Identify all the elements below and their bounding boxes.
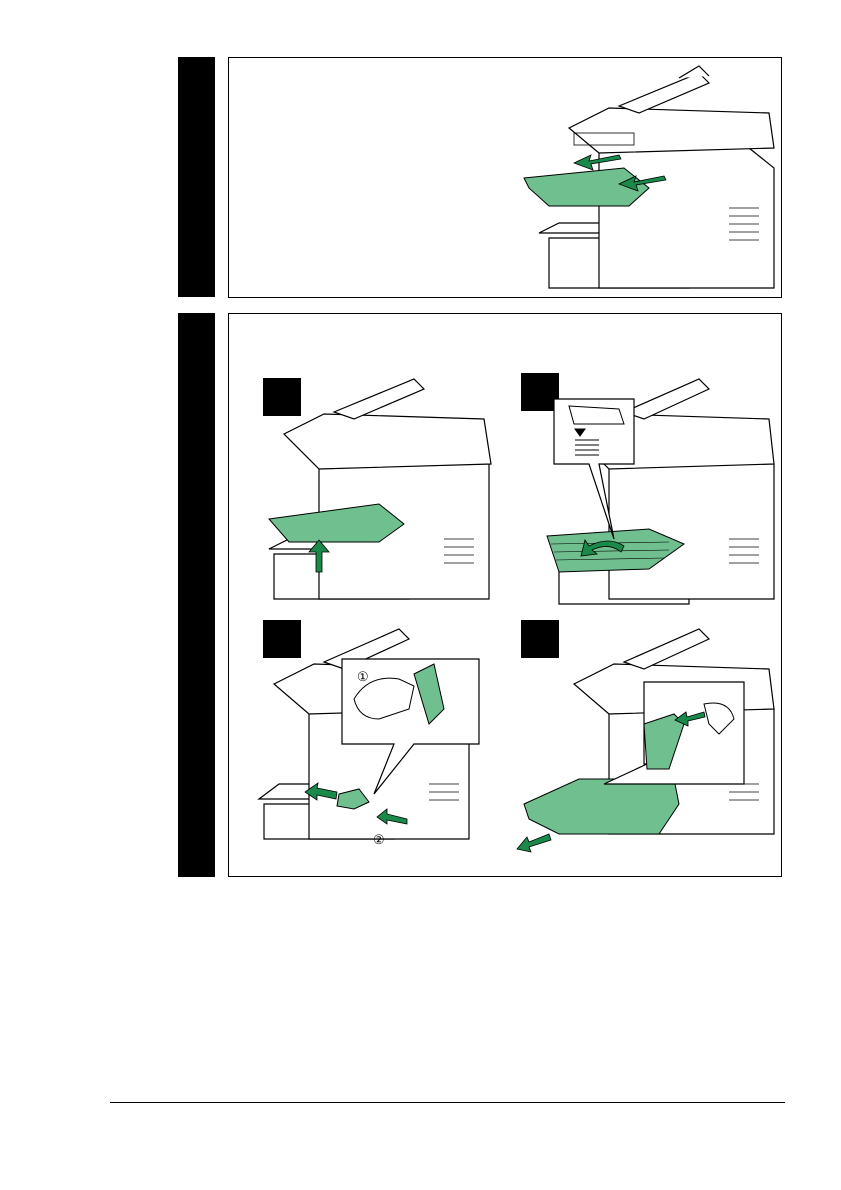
down-left-arrow-icon (517, 834, 551, 852)
tray-steps-illustration: ① ② (229, 314, 781, 876)
section1-panel (228, 57, 782, 298)
remove-output-tray-illustration (229, 58, 781, 297)
callout-number-1: ① (357, 669, 369, 684)
step-a-figure (269, 379, 491, 599)
section1-side-tab (178, 57, 215, 297)
footer-divider (110, 1102, 785, 1103)
callout-number-2: ② (373, 832, 385, 847)
paper-tray (524, 779, 679, 834)
section2-side-tab (178, 313, 215, 877)
section2-panel: ① ② (228, 313, 782, 877)
paper-cover (269, 504, 404, 542)
